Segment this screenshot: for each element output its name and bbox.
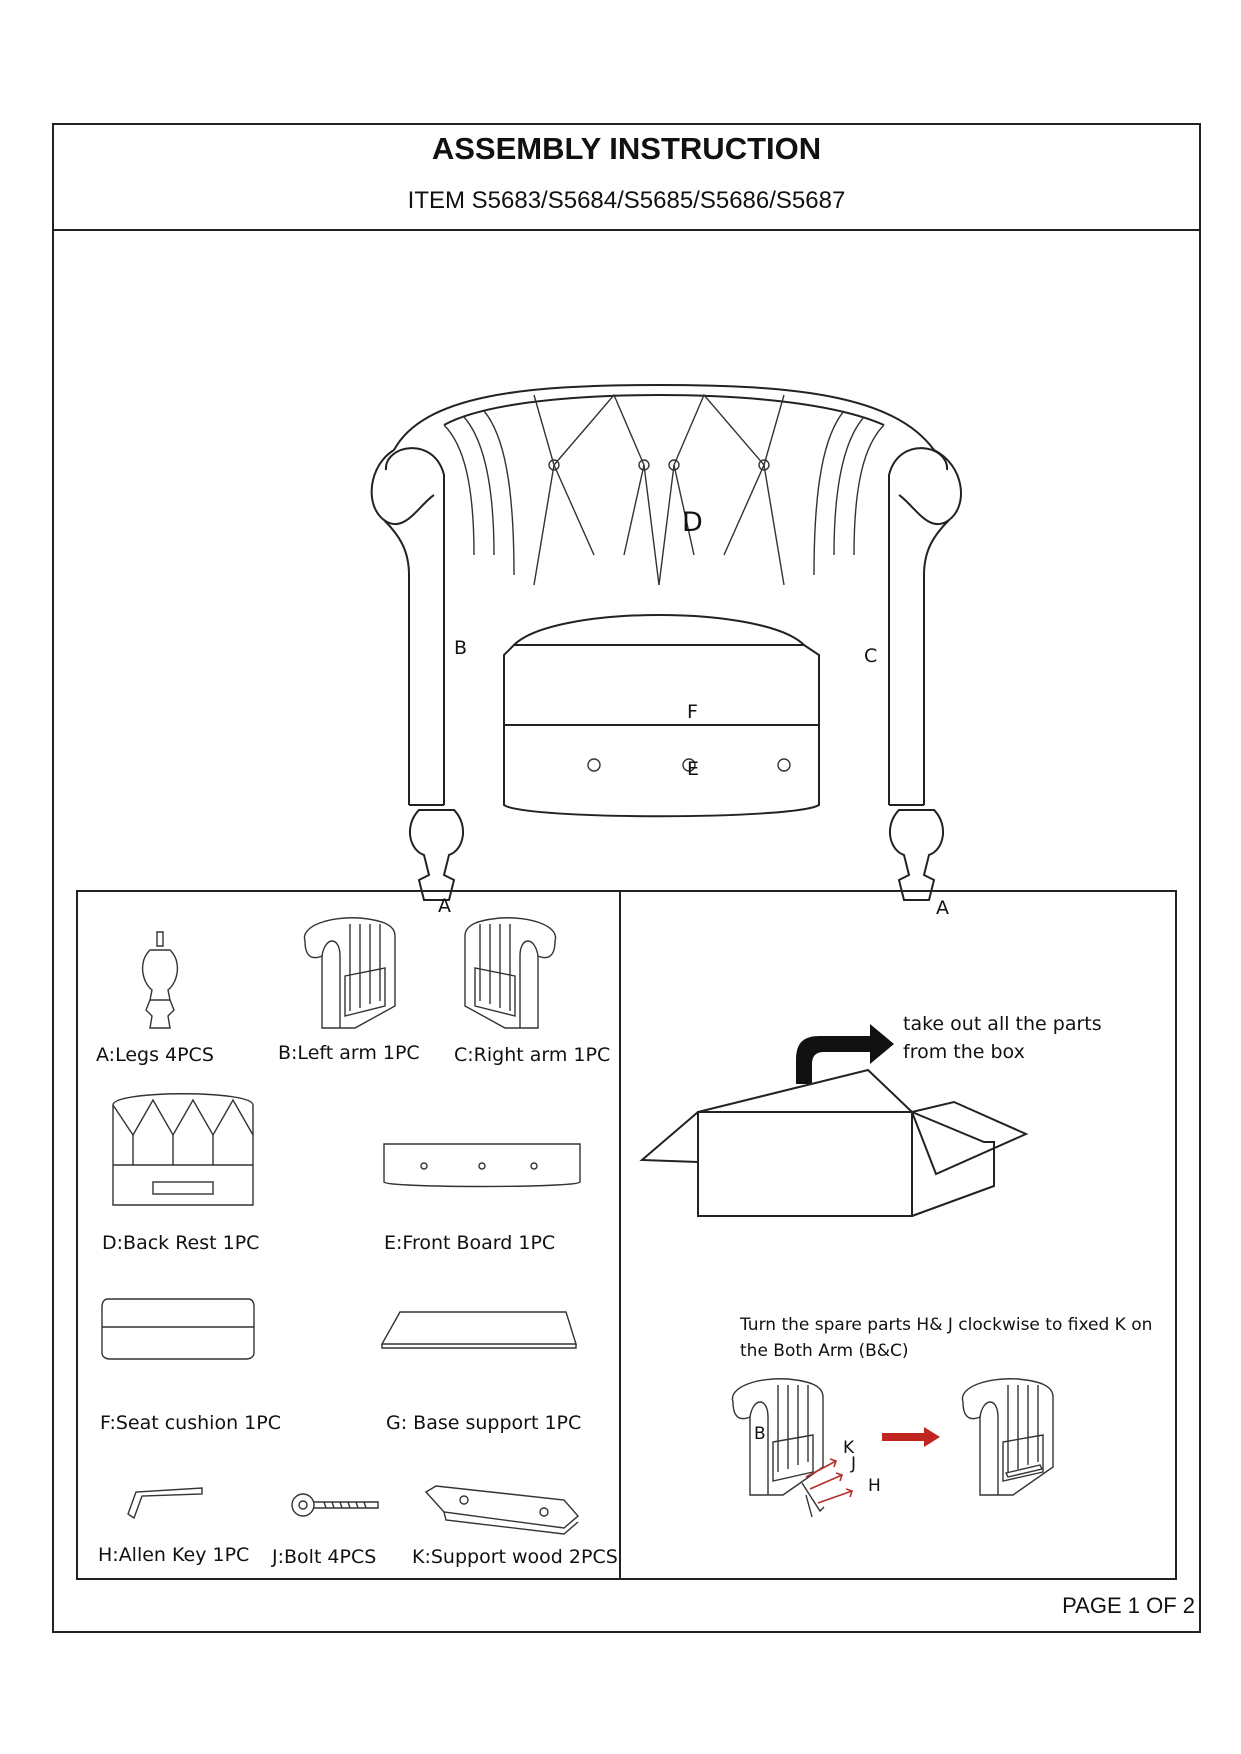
attach-instruction: Turn the spare parts H& J clockwise to f… [740,1312,1152,1364]
arm-after-icon [961,1378,1054,1496]
label-seat: F [687,701,698,723]
parts-panel: A:Legs 4PCS B:Left arm 1PC C:Right arm 1… [76,890,1177,1580]
bolt-icon [291,1493,379,1517]
part-caption-seat-cushion: F:Seat cushion 1PC [100,1412,281,1434]
front-board-icon [383,1143,581,1188]
attach-label-arm: B [754,1424,766,1444]
part-caption-allen-key: H:Allen Key 1PC [98,1544,250,1566]
label-front: E [687,758,700,780]
unbox-text-line1: take out all the parts [903,1013,1102,1035]
back-rest-icon [112,1093,254,1206]
page-title: ASSEMBLY INSTRUCTION [431,131,822,166]
attach-label-h: H [868,1476,881,1496]
base-support-icon [380,1311,577,1349]
arm-before-icon [731,1378,824,1496]
part-caption-support-wood: K:Support wood 2PCS [412,1546,618,1568]
part-caption-left-arm: B:Left arm 1PC [278,1042,420,1064]
part-caption-back-rest: D:Back Rest 1PC [102,1232,260,1254]
label-leg-right: A [936,897,949,919]
left-arm-icon [303,917,396,1029]
instruction-sheet: ASSEMBLY INSTRUCTION ITEM S5683/S5684/S5… [52,123,1201,1633]
panel-divider [619,892,621,1578]
leg-icon [142,931,178,1029]
page-number: PAGE 1 OF 2 [1062,1593,1195,1618]
label-left-arm: B [454,637,468,659]
chesterfield-chair-icon [370,383,962,901]
part-caption-legs: A:Legs 4PCS [96,1044,214,1066]
hardware-arrows-icon [801,1458,854,1518]
label-right-arm: C [864,645,878,667]
unbox-instruction: take out all the parts from the box [903,1010,1102,1066]
right-arm-icon [464,917,557,1029]
part-caption-right-arm: C:Right arm 1PC [454,1044,611,1066]
attach-text-line2: the Both Arm (B&C) [740,1341,909,1361]
support-wood-icon [424,1485,579,1535]
attach-text-line1: Turn the spare parts H& J clockwise to f… [740,1315,1153,1335]
item-number: ITEM S5683/S5684/S5685/S5686/S5687 [407,187,846,214]
part-caption-front-board: E:Front Board 1PC [384,1232,556,1254]
red-arrow-icon [882,1427,940,1447]
part-caption-base-support: G: Base support 1PC [386,1412,582,1434]
assembled-chair-diagram: D B C F E A A [324,355,1024,945]
unbox-text-line2: from the box [903,1041,1025,1063]
attach-label-j: J [851,1454,857,1474]
part-caption-bolt: J:Bolt 4PCS [272,1546,377,1568]
attach-label-k: K [843,1438,855,1458]
sheet-header: ASSEMBLY INSTRUCTION ITEM S5683/S5684/S5… [54,125,1199,231]
allen-key-icon [127,1487,203,1520]
seat-cushion-icon [101,1298,255,1360]
open-box-icon [639,1024,1029,1217]
label-back: D [682,507,703,538]
label-leg-left: A [438,895,451,917]
